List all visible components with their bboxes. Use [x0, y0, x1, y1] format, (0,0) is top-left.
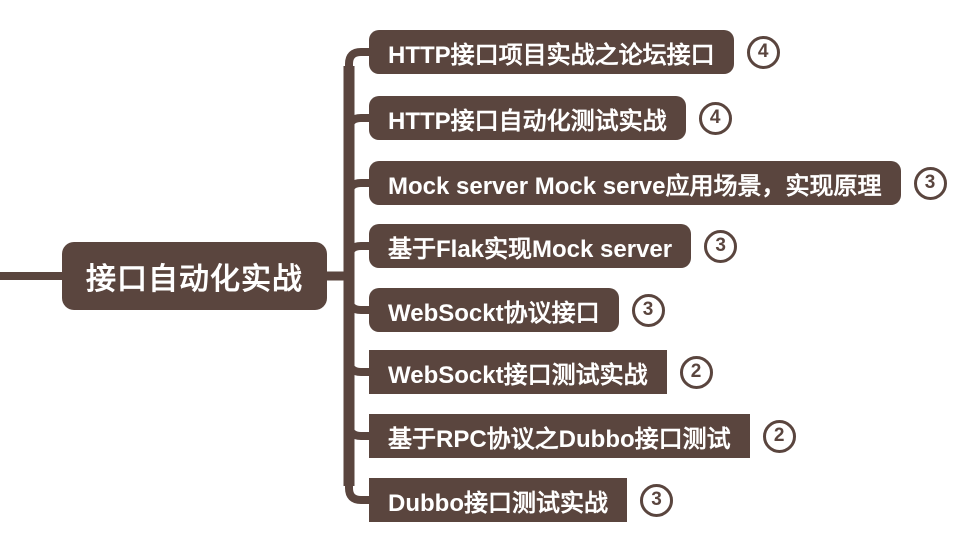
root-topic-label: 接口自动化实战 — [86, 263, 303, 296]
branch-topic-label: WebSockt接口测试实战 — [388, 361, 648, 389]
branch-topic-label: 基于RPC协议之Dubbo接口测试 — [388, 425, 731, 453]
branch-topic-label: 基于Flak实现Mock server — [388, 235, 673, 263]
branch-topic[interactable]: HTTP接口项目实战之论坛接口 — [369, 30, 734, 74]
branch-row: WebSockt协议接口 3 — [369, 288, 665, 332]
branch-topic[interactable]: 基于Flak实现Mock server — [369, 224, 692, 268]
count-badge[interactable]: 3 — [639, 483, 673, 517]
count-badge[interactable]: 3 — [631, 293, 665, 327]
branch-topic[interactable]: HTTP接口自动化测试实战 — [369, 96, 686, 140]
branch-row: WebSockt接口测试实战 2 — [369, 350, 713, 394]
count-badge[interactable]: 4 — [746, 35, 780, 69]
branch-topic[interactable]: WebSockt协议接口 — [369, 288, 619, 332]
branch-topic[interactable]: WebSockt接口测试实战 — [369, 350, 667, 394]
branch-row: HTTP接口自动化测试实战 4 — [369, 96, 732, 140]
branch-row: 基于RPC协议之Dubbo接口测试 2 — [369, 414, 796, 458]
root-topic[interactable]: 接口自动化实战 — [62, 242, 327, 310]
branch-topic-label: HTTP接口自动化测试实战 — [388, 107, 667, 135]
count-badge[interactable]: 2 — [762, 419, 796, 453]
branch-row: Dubbo接口测试实战 3 — [369, 478, 673, 522]
branch-topic[interactable]: Dubbo接口测试实战 — [369, 478, 627, 522]
branch-row: HTTP接口项目实战之论坛接口 4 — [369, 30, 780, 74]
branch-row: 基于Flak实现Mock server 3 — [369, 224, 738, 268]
branch-topic-label: Dubbo接口测试实战 — [388, 489, 608, 517]
branch-row: Mock server Mock serve应用场景，实现原理 3 — [369, 161, 947, 205]
count-badge[interactable]: 2 — [679, 355, 713, 389]
count-badge[interactable]: 3 — [913, 166, 947, 200]
count-badge[interactable]: 3 — [704, 229, 738, 263]
branch-topic[interactable]: Mock server Mock serve应用场景，实现原理 — [369, 161, 901, 205]
branch-topic-label: Mock server Mock serve应用场景，实现原理 — [388, 172, 882, 200]
branch-topic-label: HTTP接口项目实战之论坛接口 — [388, 41, 715, 69]
branch-topic[interactable]: 基于RPC协议之Dubbo接口测试 — [369, 414, 750, 458]
branch-topic-label: WebSockt协议接口 — [388, 299, 600, 327]
count-badge[interactable]: 4 — [698, 101, 732, 135]
